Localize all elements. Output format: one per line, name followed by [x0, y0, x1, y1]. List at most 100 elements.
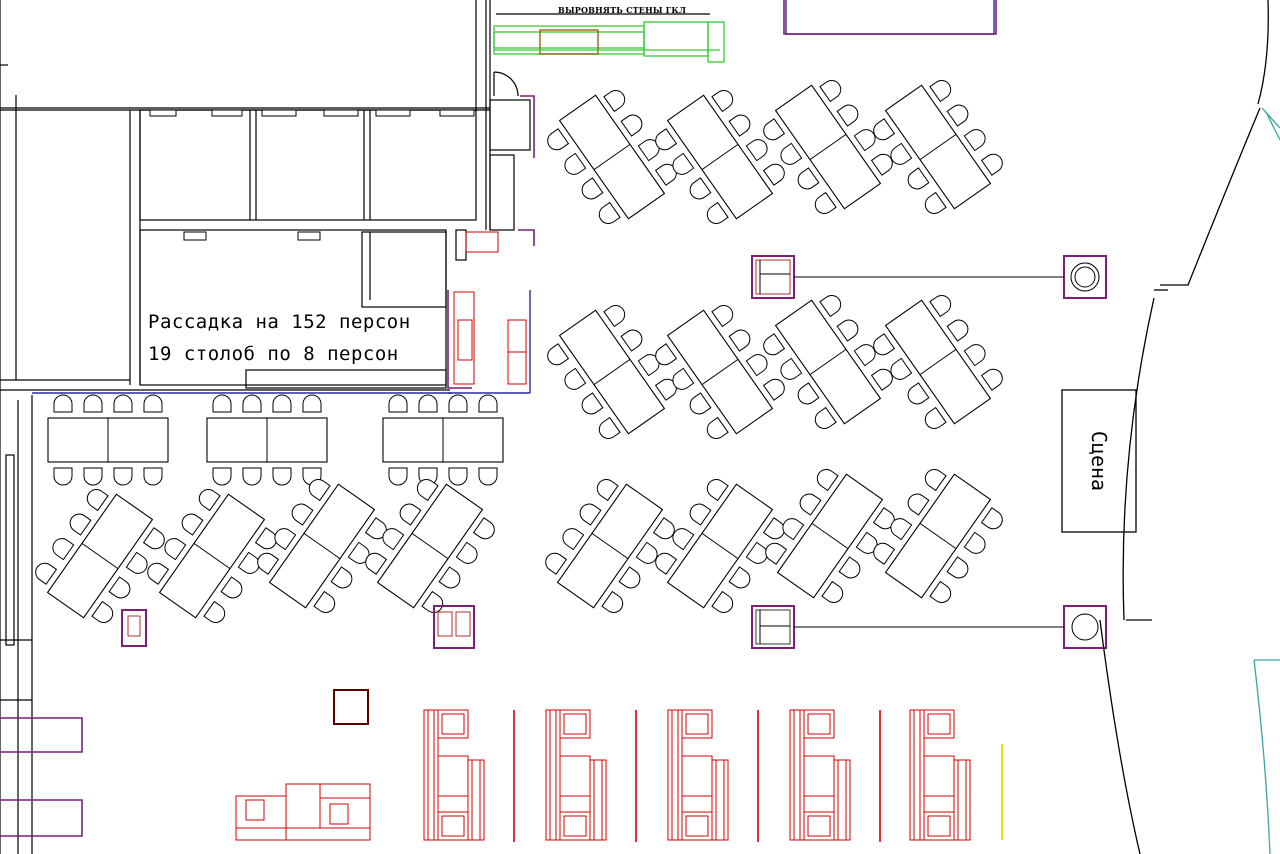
- chair-icon: [711, 90, 734, 113]
- chair-icon: [763, 333, 786, 356]
- chair-icon: [890, 357, 913, 380]
- chair-icon: [478, 394, 498, 413]
- chair-icon: [212, 467, 232, 486]
- chair-icon: [418, 394, 438, 413]
- chair-icon: [113, 467, 133, 486]
- chair-icon: [782, 518, 805, 541]
- chair-icon: [388, 394, 408, 413]
- chair-icon: [838, 556, 861, 579]
- chair-icon: [254, 527, 277, 550]
- chair-icon: [929, 580, 952, 603]
- corner-sofa-icon: [235, 783, 371, 841]
- chair-icon: [689, 392, 712, 415]
- chair-icon: [564, 152, 587, 175]
- chair-icon: [836, 104, 859, 127]
- chair-icon: [655, 343, 678, 366]
- chair-icon: [763, 118, 786, 141]
- chair-icon: [388, 467, 408, 486]
- chair-icon: [980, 368, 1003, 391]
- chair-icon: [448, 394, 468, 413]
- chair-icon: [745, 541, 768, 564]
- table-8-seat: [547, 305, 677, 439]
- chair-icon: [924, 406, 947, 429]
- chair-icon: [596, 479, 619, 502]
- chair-icon: [330, 566, 353, 589]
- table-8-seat: [257, 479, 387, 613]
- table-8-seat: [547, 90, 677, 224]
- chair-icon: [108, 576, 131, 599]
- walls: [0, 0, 710, 854]
- chair-icon: [478, 467, 498, 486]
- chair-icon: [547, 128, 570, 151]
- chair-icon: [655, 128, 678, 151]
- chair-icon: [620, 114, 643, 137]
- chair-icon: [598, 201, 621, 224]
- table-8-seat: [873, 295, 1003, 429]
- chair-icon: [797, 167, 820, 190]
- chair-icon: [421, 590, 444, 613]
- chair-icon: [598, 416, 621, 439]
- chair-icon: [963, 531, 986, 554]
- chair-icon: [745, 139, 768, 162]
- chair-icon: [711, 305, 734, 328]
- chair-icon: [706, 479, 729, 502]
- chair-icon: [91, 600, 114, 623]
- chair-icon: [83, 467, 103, 486]
- chair-icon: [689, 177, 712, 200]
- chair-icon: [821, 580, 844, 603]
- chair-icon: [143, 467, 163, 486]
- chair-icon: [907, 493, 930, 516]
- tables-layer: [35, 80, 1003, 623]
- table-8-seat: [47, 394, 169, 486]
- chair-icon: [814, 406, 837, 429]
- chair-icon: [274, 528, 297, 551]
- chair-icon: [980, 507, 1003, 530]
- chair-icon: [603, 90, 626, 113]
- chair-icon: [711, 590, 734, 613]
- chair-icon: [672, 528, 695, 551]
- table-8-seat: [545, 479, 675, 613]
- chair-icon: [302, 394, 322, 413]
- chair-icon: [291, 503, 314, 526]
- teal-edge: [1253, 107, 1280, 854]
- chair-icon: [438, 566, 461, 589]
- chair-icon: [203, 600, 226, 623]
- table-8-seat: [365, 479, 495, 613]
- chair-icon: [689, 503, 712, 526]
- chair-icon: [52, 538, 75, 561]
- sofa-icon: [545, 709, 607, 841]
- table-8-seat: [206, 394, 328, 486]
- table-8-seat: [873, 80, 1003, 214]
- chair-icon: [601, 590, 624, 613]
- stage: Сцена: [1062, 390, 1136, 532]
- chair-icon: [562, 528, 585, 551]
- chair-icon: [652, 517, 675, 540]
- chair-icon: [672, 367, 695, 390]
- stage-label: Сцена: [1087, 430, 1111, 492]
- sofa-icon: [789, 709, 851, 841]
- chair-icon: [762, 517, 785, 540]
- chair-icon: [581, 177, 604, 200]
- chair-icon: [745, 354, 768, 377]
- chair-icon: [873, 542, 896, 565]
- chair-icon: [655, 552, 678, 575]
- chair-icon: [728, 566, 751, 589]
- chair-icon: [907, 167, 930, 190]
- table-8-seat: [763, 80, 893, 214]
- chair-icon: [545, 552, 568, 575]
- chair-icon: [53, 394, 73, 413]
- chair-icon: [416, 479, 439, 502]
- seating-note-line2: 19 столоб по 8 персон: [148, 343, 399, 365]
- chair-icon: [142, 527, 165, 550]
- chair-icon: [35, 562, 58, 585]
- chair-icon: [635, 541, 658, 564]
- table-8-seat: [147, 489, 277, 623]
- chair-icon: [472, 517, 495, 540]
- table-8-seat: [655, 305, 785, 439]
- chair-icon: [212, 394, 232, 413]
- sofa-icon: [909, 709, 971, 841]
- chair-icon: [455, 541, 478, 564]
- chair-icon: [257, 552, 280, 575]
- table-8-seat: [35, 489, 165, 623]
